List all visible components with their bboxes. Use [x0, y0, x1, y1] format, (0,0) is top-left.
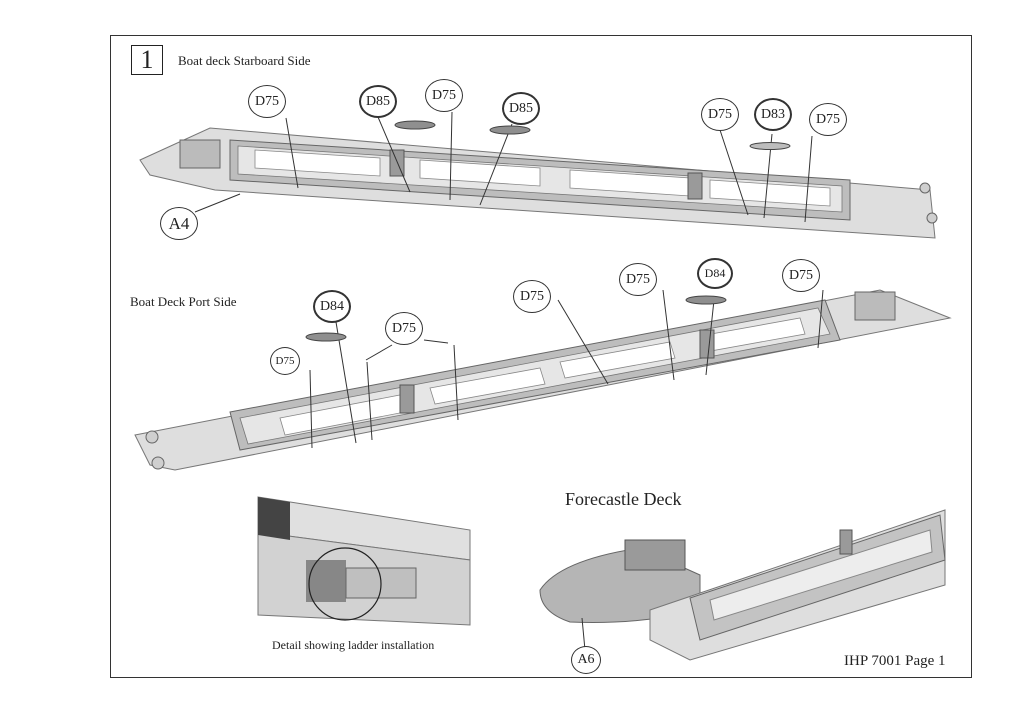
callout-starboard-2: D85: [359, 85, 397, 118]
port-deck-part: [134, 289, 952, 471]
callout-forecastle-a6: A6: [571, 646, 601, 674]
starboard-section-title: Boat deck Starboard Side: [178, 53, 311, 68]
callout-hull-a4: A4: [160, 207, 198, 240]
callout-starboard-4: D85: [502, 92, 540, 125]
callout-port-1: D84: [313, 290, 351, 323]
port-leader-lines: [309, 289, 824, 449]
callout-port-2: D75: [270, 347, 300, 375]
detail-caption: Detail showing ladder installation: [272, 638, 435, 652]
page-footer-label: IHP 7001 Page 1: [844, 653, 946, 669]
callout-port-4: D75: [513, 280, 551, 313]
port-small-parts: [305, 295, 727, 342]
starboard-deck-part: [139, 127, 938, 239]
forecastle-section-title: Forecastle Deck: [565, 489, 682, 509]
callout-port-7: D75: [782, 259, 820, 292]
starboard-leader-lines: [194, 111, 813, 223]
callout-port-6: D84: [697, 258, 733, 289]
port-section-title: Boat Deck Port Side: [130, 294, 237, 309]
page-frame: [110, 35, 972, 678]
step-number-box: 1: [131, 45, 163, 75]
callout-port-3: D75: [385, 312, 423, 345]
callout-port-5: D75: [619, 263, 657, 296]
callout-starboard-1: D75: [248, 85, 286, 118]
starboard-small-parts: [394, 120, 791, 150]
callout-starboard-3: D75: [425, 79, 463, 112]
callout-starboard-7: D75: [809, 103, 847, 136]
ladder-detail-inset: [257, 496, 471, 626]
callout-starboard-6: D83: [754, 98, 792, 131]
forecastle-part: [539, 509, 946, 661]
callout-starboard-5: D75: [701, 98, 739, 131]
